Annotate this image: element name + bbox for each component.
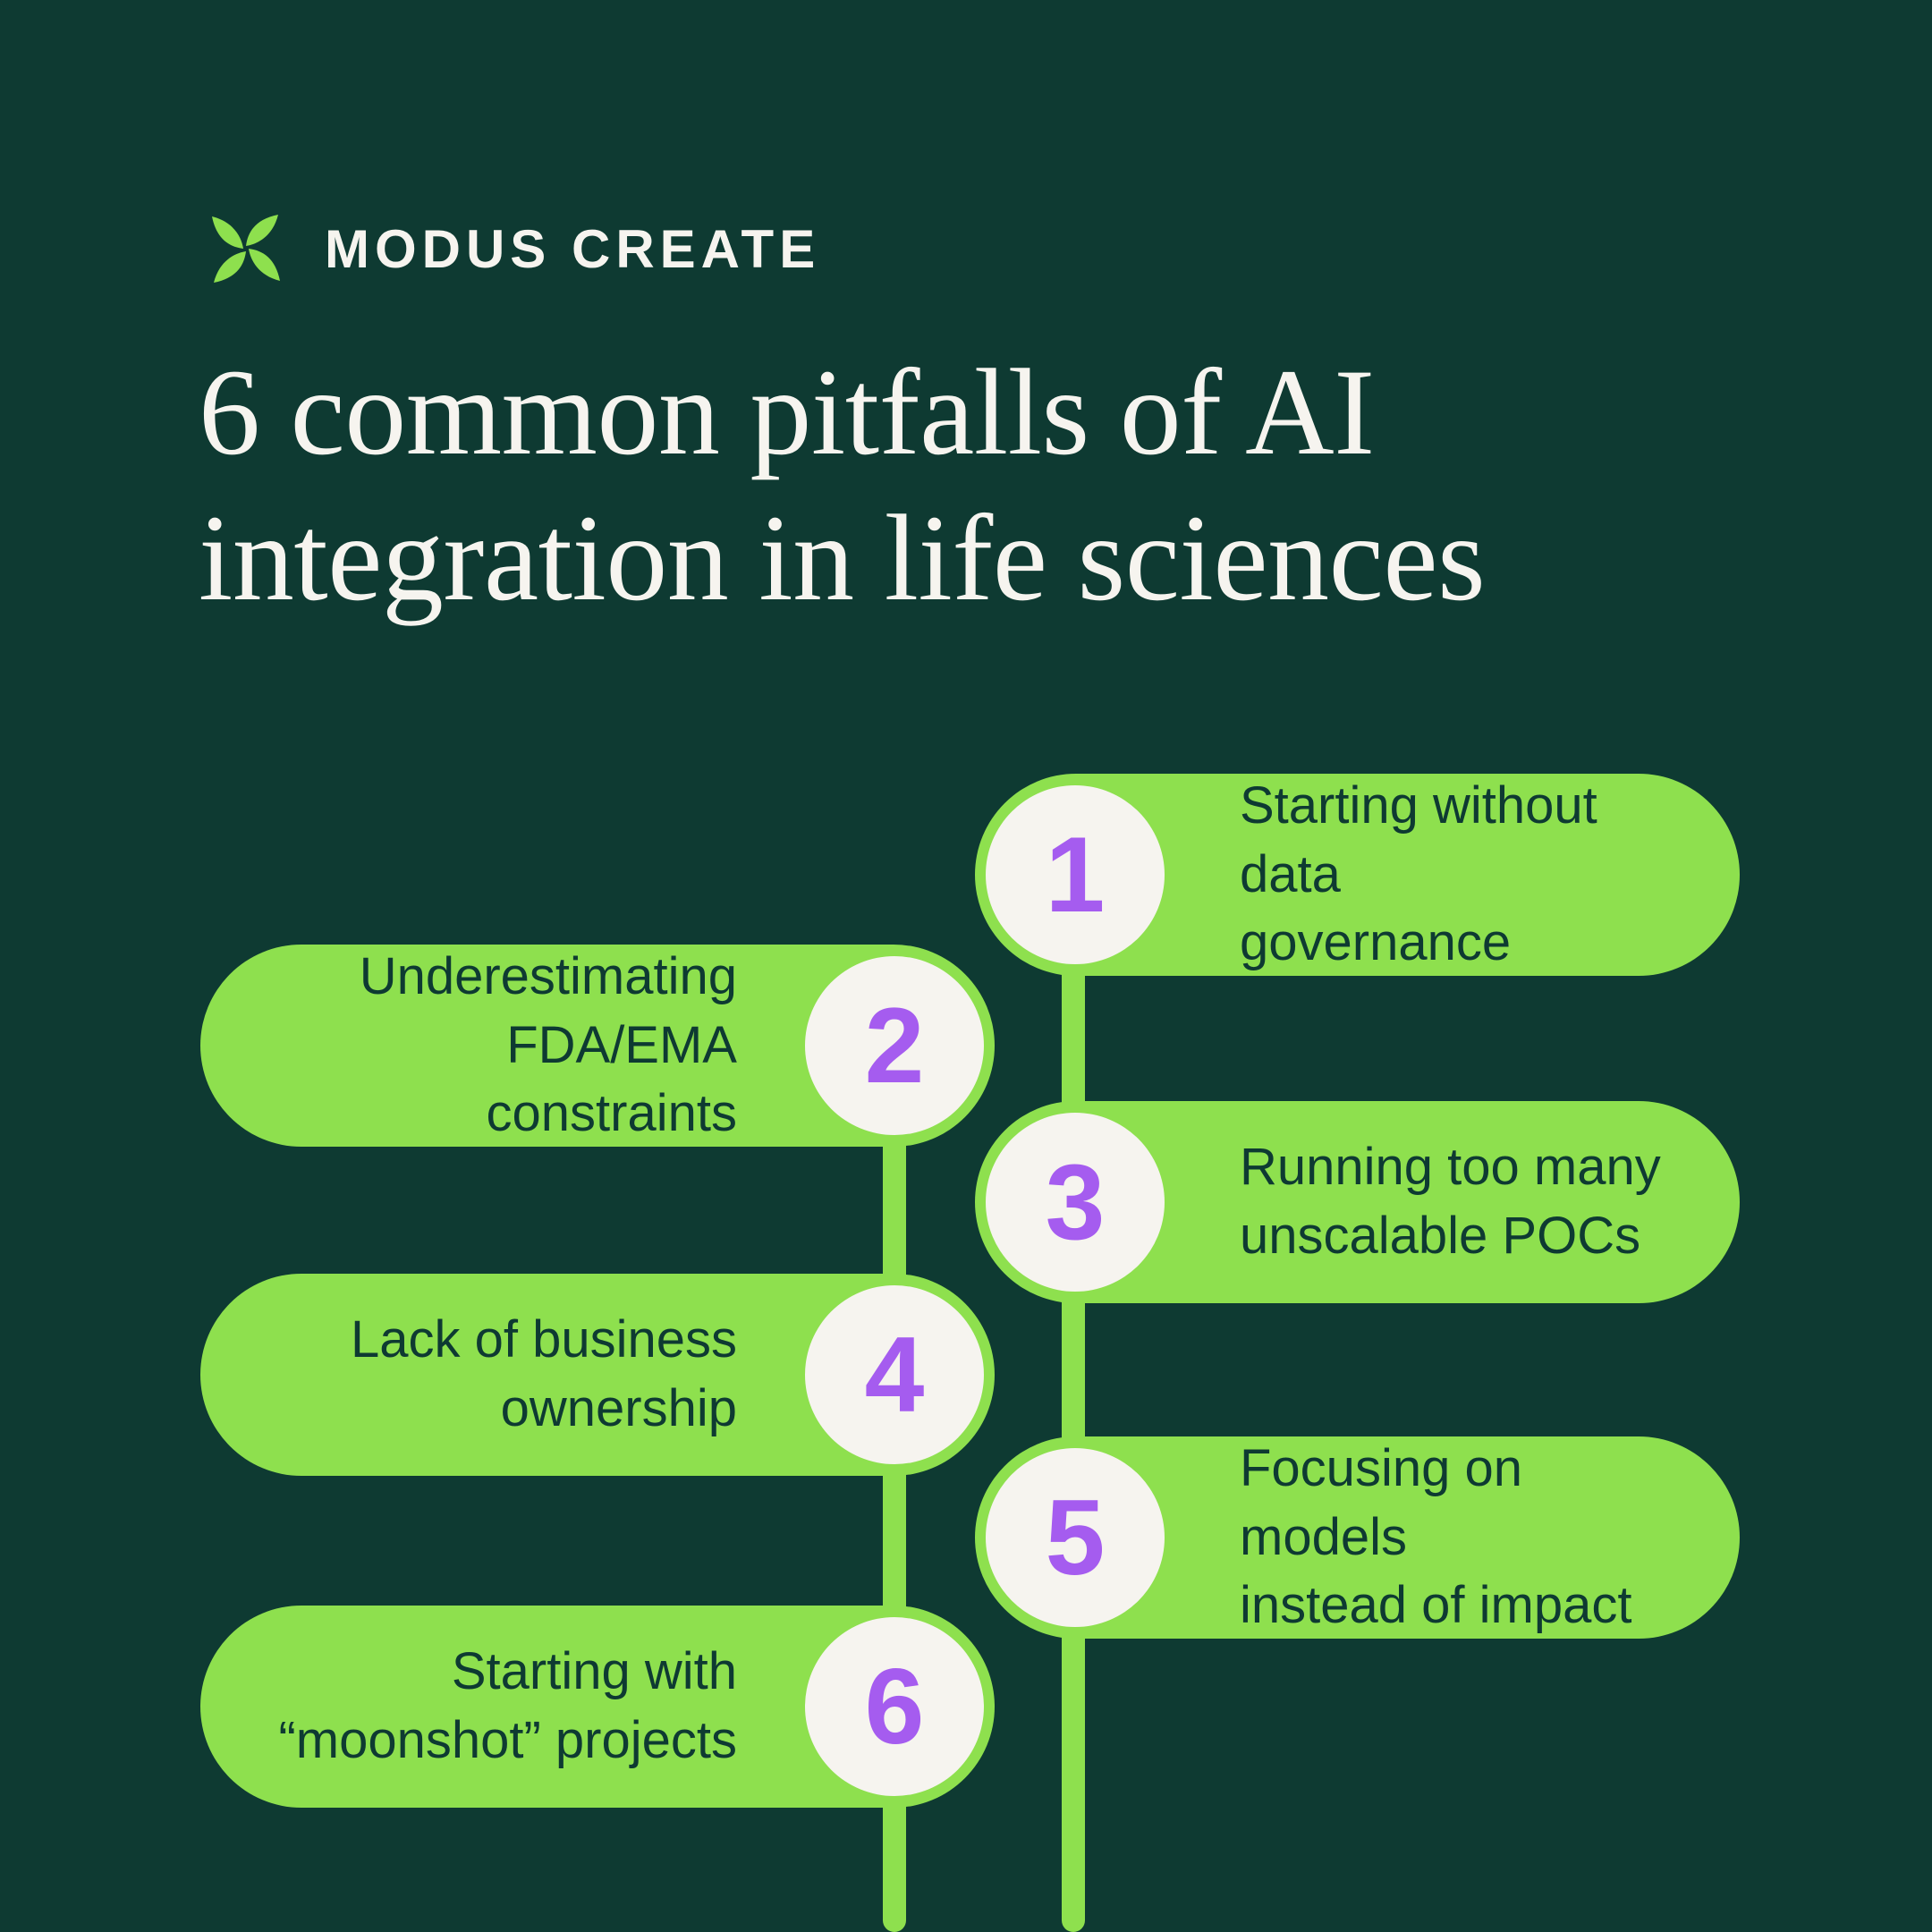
step-circle-5: 5 [986,1448,1165,1627]
timeline-item-3: 3 Running too many unscalable POCs [975,1101,1740,1303]
step-number-1: 1 [1045,815,1106,935]
step-label-6: Starting with “moonshot” projects [278,1642,737,1769]
brand-name: MODUS CREATE [325,218,821,279]
step-label-5: Focusing on models instead of impact [1240,1439,1632,1635]
timeline-item-1: 1 Starting without data governance [975,774,1740,976]
step-label-2: Underestimating FDA/EMA constraints [359,947,737,1143]
step-number-6: 6 [864,1647,925,1767]
step-circle-6: 6 [805,1617,984,1796]
timeline-item-6: Starting with “moonshot” projects 6 [200,1606,995,1808]
brand-header: MODUS CREATE [201,204,820,293]
step-number-2: 2 [864,986,925,1106]
timeline-item-4: Lack of business ownership 4 [200,1274,995,1476]
step-circle-3: 3 [986,1113,1165,1292]
step-circle-1: 1 [986,785,1165,964]
timeline-item-5: 5 Focusing on models instead of impact [975,1436,1740,1639]
step-circle-2: 2 [805,956,984,1135]
timeline-item-2: Underestimating FDA/EMA constraints 2 [200,945,995,1147]
modus-leaf-logo-icon [212,215,280,283]
timeline-line-right [1062,872,1085,1932]
step-label-4: Lack of business ownership [350,1310,737,1437]
step-number-3: 3 [1045,1142,1106,1262]
page-title: 6 common pitfalls of AI integration in l… [199,343,1486,626]
step-number-5: 5 [1045,1478,1106,1597]
step-label-3: Running too many unscalable POCs [1240,1138,1661,1265]
step-circle-4: 4 [805,1285,984,1464]
step-number-4: 4 [864,1315,925,1435]
step-label-1: Starting without data governance [1240,776,1597,972]
